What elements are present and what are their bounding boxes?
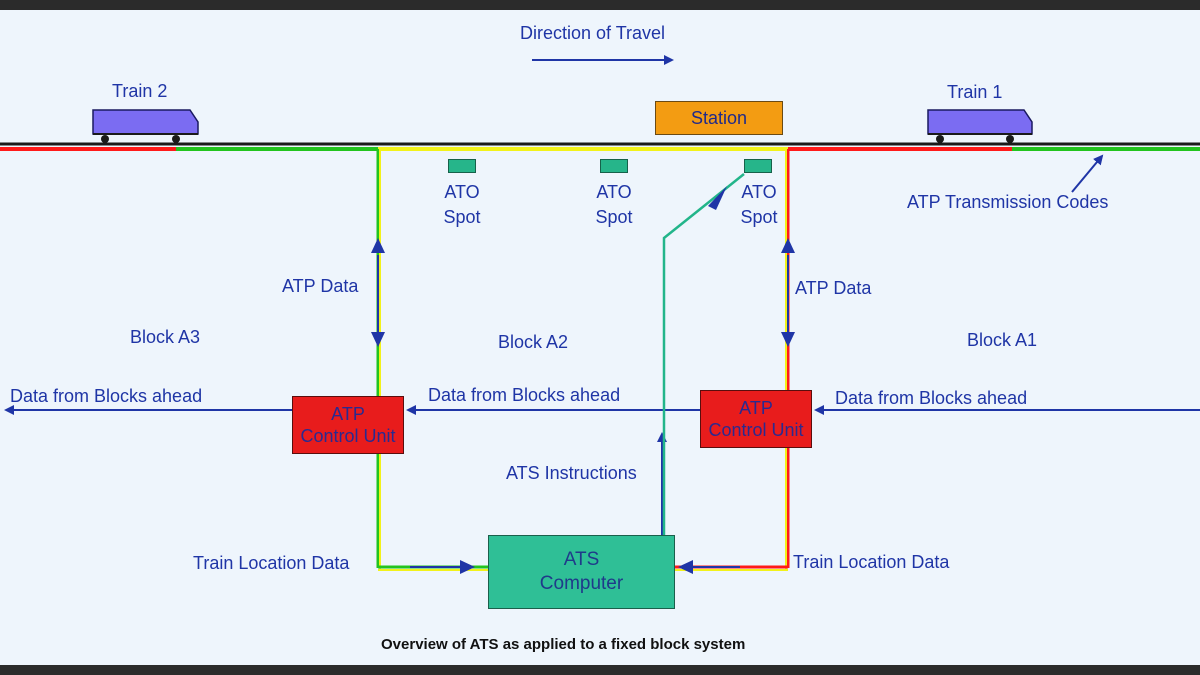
train-location-arrow-left xyxy=(410,560,475,574)
ats-instructions-label: ATS Instructions xyxy=(506,463,637,483)
ato-spot-marker xyxy=(448,159,476,173)
train-location-data-label: Train Location Data xyxy=(793,552,950,572)
ato-spot-marker xyxy=(744,159,772,173)
train-location-data-label: Train Location Data xyxy=(193,553,350,573)
ats-diagram-canvas xyxy=(0,55,1200,574)
diagram-caption: Overview of ATS as applied to a fixed bl… xyxy=(381,636,746,653)
block-label: Block A2 xyxy=(498,332,569,352)
train-2 xyxy=(92,109,199,143)
ato-spot-label: ATO Spot xyxy=(740,182,778,227)
atp-data-label: ATP Data xyxy=(282,276,359,296)
ato-spot-marker xyxy=(600,159,628,173)
ats-computer-box: ATS Computer xyxy=(488,535,675,609)
block-label: Block A1 xyxy=(967,330,1038,350)
data-from-blocks-label: Data from Blocks ahead xyxy=(10,386,203,406)
atp-transmission-arrow xyxy=(1071,154,1104,193)
direction-of-travel-label: Direction of Travel xyxy=(520,23,666,43)
atp-control-unit-right: ATP Control Unit xyxy=(700,390,812,448)
ato-spot-label: ATO Spot xyxy=(595,182,633,227)
data-from-blocks-label: Data from Blocks ahead xyxy=(835,388,1028,408)
train-1-label: Train 1 xyxy=(947,82,1003,102)
station-box: Station xyxy=(655,101,783,135)
ato-spot-label: ATO Spot xyxy=(443,182,481,227)
ato-link-line xyxy=(662,173,745,535)
block-label: Block A3 xyxy=(130,327,201,347)
train-2-label: Train 2 xyxy=(112,81,168,101)
train-1 xyxy=(927,109,1033,143)
atp-data-arrow-right xyxy=(781,238,795,347)
atp-control-unit-left: ATP Control Unit xyxy=(292,396,404,454)
atp-data-label: ATP Data xyxy=(795,278,872,298)
atp-data-arrow-left xyxy=(371,238,385,347)
train-location-arrow-right xyxy=(678,560,740,574)
data-from-blocks-label: Data from Blocks ahead xyxy=(428,385,621,405)
atp-transmission-codes-label: ATP Transmission Codes xyxy=(907,192,1109,212)
diagram-frame: Direction of Travel Train 2 Train 1 Stat… xyxy=(0,10,1200,665)
